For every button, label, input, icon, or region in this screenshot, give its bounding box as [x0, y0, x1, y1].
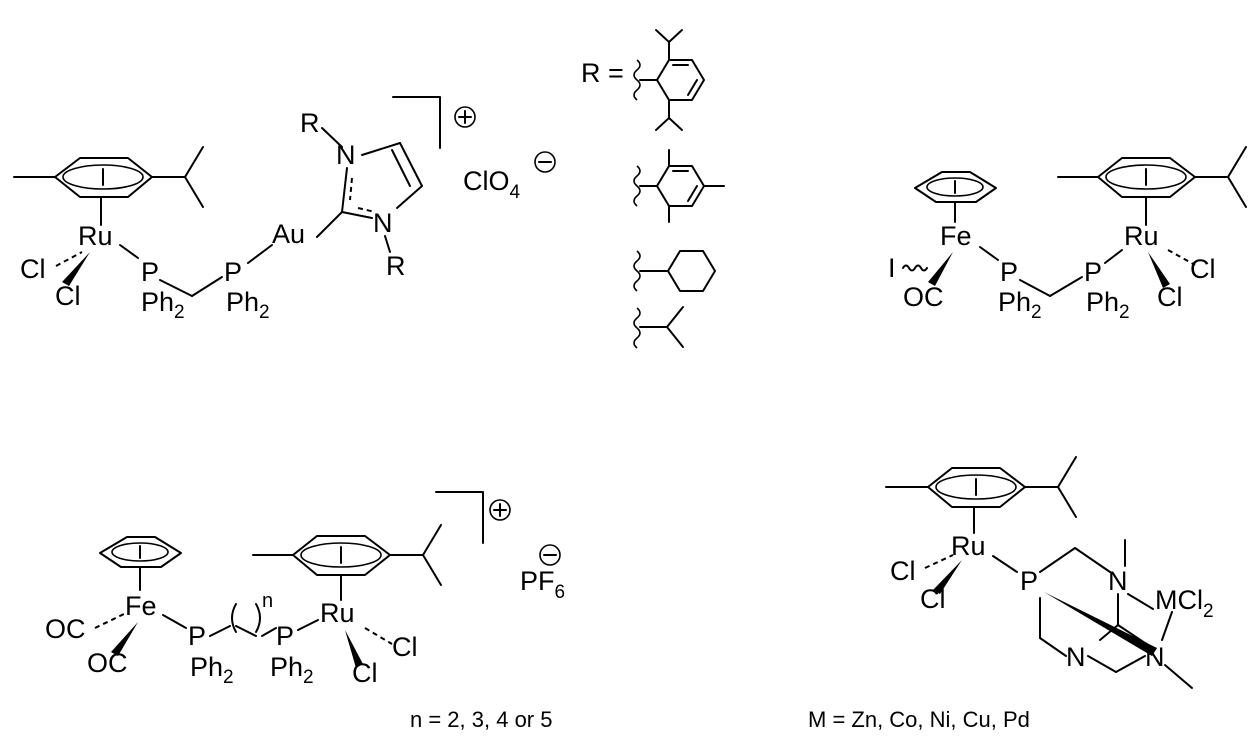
carbonyl-label: OC	[87, 648, 128, 678]
ph-label: Ph2	[998, 287, 1042, 323]
p-label: P	[224, 257, 242, 287]
wedge-bond	[62, 252, 90, 286]
fe-label: Fe	[940, 221, 972, 251]
ru-label: Ru	[320, 598, 355, 628]
plus-charge	[454, 106, 476, 128]
ru-label: Ru	[951, 531, 986, 561]
repeat-bracket	[255, 603, 261, 633]
p-label: P	[141, 257, 159, 287]
cyclopentadienyl-ring-1	[914, 171, 997, 223]
minus-charge	[539, 544, 561, 566]
n-label: N	[1066, 642, 1086, 672]
n-index-label: n	[262, 590, 273, 612]
triazaphosphaadamantane-cage: N N N	[1039, 539, 1193, 689]
r-group-list: R =	[581, 29, 725, 349]
cyclopentadienyl-ring-2	[99, 536, 182, 591]
cl-label: Cl	[392, 632, 418, 662]
ru-label: Ru	[1124, 221, 1159, 251]
p-label: P	[1020, 566, 1038, 596]
p-label: P	[1000, 257, 1018, 287]
p-cymene-ring-4	[885, 456, 1077, 534]
wedge-bond	[1148, 252, 1170, 288]
p-cymene-ring-2	[1057, 146, 1247, 226]
fe-label: Fe	[125, 591, 157, 621]
compound-fe-ru-dppm: Fe I OC P Ph2 P Ph2 Ru Cl Cl	[888, 146, 1247, 323]
iodo-label: I	[888, 253, 896, 283]
compound-ru-au-nhc: Ru Cl Cl P Ph2 P Ph2 Au N N	[13, 96, 556, 323]
wedge-bond	[928, 252, 953, 286]
ru-label: Ru	[78, 221, 113, 251]
cl-label: Cl	[890, 556, 916, 586]
metal-chloride-label: MCl2	[1155, 585, 1214, 622]
ph-label: Ph2	[190, 652, 234, 688]
cation-bracket	[435, 491, 484, 544]
wedge-bond	[933, 560, 962, 594]
carbonyl-label: OC	[903, 282, 944, 312]
mesityl-group	[633, 149, 725, 223]
ph-label: Ph2	[226, 287, 270, 323]
cation-bracket	[392, 96, 441, 149]
cl-label: Cl	[920, 584, 946, 614]
cl-label: Cl	[20, 254, 46, 284]
n-values-caption: n = 2, 3, 4 or 5	[410, 707, 552, 732]
r-group-label: R =	[581, 58, 624, 88]
wavy-bond	[902, 264, 928, 272]
n-label: N	[1108, 566, 1128, 596]
hexafluorophosphate-label: PF6	[520, 566, 565, 603]
plus-charge	[489, 499, 511, 521]
diisopropylphenyl-group	[633, 29, 705, 131]
m-values-caption: M = Zn, Co, Ni, Cu, Pd	[808, 707, 1030, 732]
p-label: P	[276, 621, 294, 651]
wedge-bond	[345, 630, 363, 668]
n-label: N	[336, 140, 356, 170]
ph-label: Ph2	[270, 652, 314, 688]
au-label: Au	[272, 219, 305, 249]
cl-label: Cl	[1190, 254, 1216, 284]
cyclohexyl-group	[633, 250, 716, 292]
p-cymene-ring-3	[252, 524, 442, 601]
imidazolylidene-ring	[341, 142, 423, 219]
perchlorate-label: ClO4	[463, 166, 521, 203]
wedge-bond	[111, 622, 138, 656]
carbonyl-label: OC	[45, 614, 86, 644]
ph-label: Ph2	[141, 287, 185, 323]
repeat-bracket	[231, 603, 237, 633]
p-cymene-ring-1	[13, 146, 204, 226]
r-label: R	[386, 251, 406, 281]
p-label: P	[1084, 257, 1102, 287]
minus-charge	[534, 151, 556, 173]
wedge-bond	[1044, 592, 1157, 656]
r-label: R	[300, 108, 320, 138]
cl-label: Cl	[55, 281, 81, 311]
n-label: N	[373, 208, 393, 238]
compound-fe-ru-diphosphine: Fe OC OC P Ph2 n P Ph2 Ru Cl Cl	[45, 491, 565, 732]
ph-label: Ph2	[1086, 287, 1130, 323]
cl-label: Cl	[1157, 282, 1183, 312]
p-label: P	[188, 621, 206, 651]
isopropyl-group	[633, 306, 684, 349]
cl-label: Cl	[352, 658, 378, 688]
compound-ru-pta-metal: Ru Cl Cl P N N N MCl2 M = Zn, Co,	[808, 456, 1214, 732]
